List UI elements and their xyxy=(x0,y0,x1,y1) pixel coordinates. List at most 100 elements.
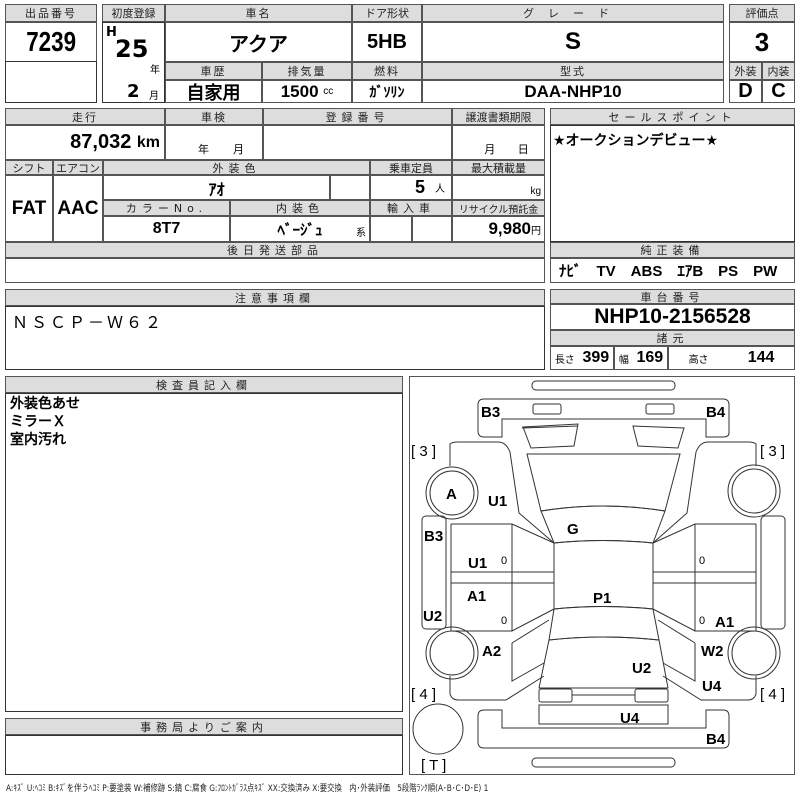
mark: P1 xyxy=(593,590,611,607)
import-value-1 xyxy=(370,216,412,242)
color-no-label: カラーNo. xyxy=(103,200,230,216)
front-light-right xyxy=(645,403,675,415)
left-doors xyxy=(450,523,555,632)
left-rear-fender xyxy=(449,619,550,701)
car-name-label: 車名 xyxy=(165,4,352,22)
score-label: 評価点 xyxy=(729,4,795,22)
tire-tread: [ 3 ] xyxy=(760,443,785,460)
mileage-label: 走行 xyxy=(5,108,165,125)
displacement-label: 排気量 xyxy=(262,62,352,80)
seats-value: 5 人 xyxy=(370,175,452,200)
import-value-2 xyxy=(412,216,452,242)
model-value: DAA-NHP10 xyxy=(422,80,724,103)
grade-value: S xyxy=(422,22,724,62)
year-unit: 年 xyxy=(150,65,160,76)
mark: U2 xyxy=(423,608,442,625)
mark: 0 xyxy=(501,615,507,627)
int-score-value: C xyxy=(762,80,795,103)
mileage-value: 87,032 km xyxy=(5,125,165,160)
shift-value: FAT xyxy=(5,175,53,242)
shift-label: シフト xyxy=(5,160,53,175)
headlight-left xyxy=(521,423,579,449)
mark: 0 xyxy=(699,615,705,627)
seats-label: 乗車定員 xyxy=(370,160,452,175)
mark: U4 xyxy=(620,710,640,727)
spare-tread: [ T ] xyxy=(421,757,446,774)
windshield xyxy=(540,505,666,544)
office-label: 事務局よりご案内 xyxy=(5,718,403,735)
reg-no-value xyxy=(263,125,452,160)
ext-score-label: 外装 xyxy=(729,62,762,80)
headlight-right xyxy=(632,425,685,449)
chassis-label: 車台番号 xyxy=(550,289,795,304)
front-light-left xyxy=(532,403,562,415)
mark: A1 xyxy=(467,588,486,605)
equipment-label: 純正装備 xyxy=(550,242,795,258)
first-reg-label: 初度登録 xyxy=(102,4,165,22)
later-parts-value xyxy=(5,258,545,283)
ac-value: AAC xyxy=(53,175,103,242)
inspector-line: ミラーＸ xyxy=(10,414,66,430)
specs-label: 諸元 xyxy=(550,330,795,346)
int-color-value: ﾍﾞｰｼﾞｭ系 xyxy=(230,216,370,242)
rear-bumper xyxy=(477,709,730,749)
grade-label: グレード xyxy=(422,4,724,22)
mark: U2 xyxy=(632,660,651,677)
mark: 0 xyxy=(699,555,705,567)
mark: B3 xyxy=(424,528,443,545)
int-color-label: 内装色 xyxy=(230,200,370,216)
tire-tread: [ 4 ] xyxy=(760,686,785,703)
later-parts-label: 後日発送部品 xyxy=(5,242,545,258)
right-doors xyxy=(652,523,757,632)
era: H xyxy=(106,25,117,40)
mark: B4 xyxy=(706,404,726,421)
fuel-label: 燃料 xyxy=(352,62,422,80)
inspection-label: 車検 xyxy=(165,108,263,125)
trunk xyxy=(538,636,669,689)
front-bumper-bar xyxy=(531,380,676,391)
inspector-line: 外装色あせ xyxy=(10,396,80,412)
left-front-fender xyxy=(449,441,555,544)
rear-bumper-bar xyxy=(531,757,676,768)
wheel-front-left xyxy=(425,466,479,520)
tire-tread: [ 3 ] xyxy=(411,443,436,460)
reg-month: 2 xyxy=(127,81,140,102)
lot-value: 7239 xyxy=(5,22,97,62)
first-reg-cell: H 25 年 2 月 xyxy=(102,22,165,103)
history-value: 自家用 xyxy=(165,80,262,103)
lot-label: 出品番号 xyxy=(5,4,97,22)
wheel-front-right xyxy=(727,464,781,518)
mark: A xyxy=(446,486,457,503)
fuel-value: ｶﾞｿﾘﾝ xyxy=(352,80,422,103)
history-label: 車歴 xyxy=(165,62,262,80)
transfer-label: 譲渡書類期限 xyxy=(452,108,545,125)
ext-color-blank xyxy=(330,175,370,200)
reg-year: 25 xyxy=(115,35,149,63)
mark: U4 xyxy=(702,678,722,695)
max-load-value: kg xyxy=(452,175,545,200)
reg-no-label: 登録番号 xyxy=(263,108,452,125)
wheel-rear-right xyxy=(727,626,781,680)
left-sill xyxy=(421,515,447,630)
inspector-line: 室内汚れ xyxy=(10,432,66,448)
rear-panel xyxy=(538,704,669,725)
int-score-label: 内装 xyxy=(762,62,795,80)
mark: U1 xyxy=(488,493,507,510)
mark: 0 xyxy=(501,555,507,567)
ext-color-value: ｱｵ xyxy=(103,175,330,200)
score-value: 3 xyxy=(729,22,795,62)
inspector-label: 検査員記入欄 xyxy=(5,376,403,393)
transfer-value: 月日 xyxy=(452,125,545,160)
max-load-label: 最大積載量 xyxy=(452,160,545,175)
ext-score-value: D xyxy=(729,80,762,103)
mark: U1 xyxy=(468,555,487,572)
car-name-value: アクア xyxy=(165,22,352,62)
import-label: 輸入車 xyxy=(370,200,452,216)
displacement-value: 1500 cc xyxy=(262,80,352,103)
model-label: 型式 xyxy=(422,62,724,80)
notes-value: ＮＳＣＰ－Ｗ６２ xyxy=(5,306,545,370)
mark: A1 xyxy=(715,614,734,631)
equipment-value: ﾅﾋﾞ TV ABS ｴｱB PS PW xyxy=(550,258,795,283)
